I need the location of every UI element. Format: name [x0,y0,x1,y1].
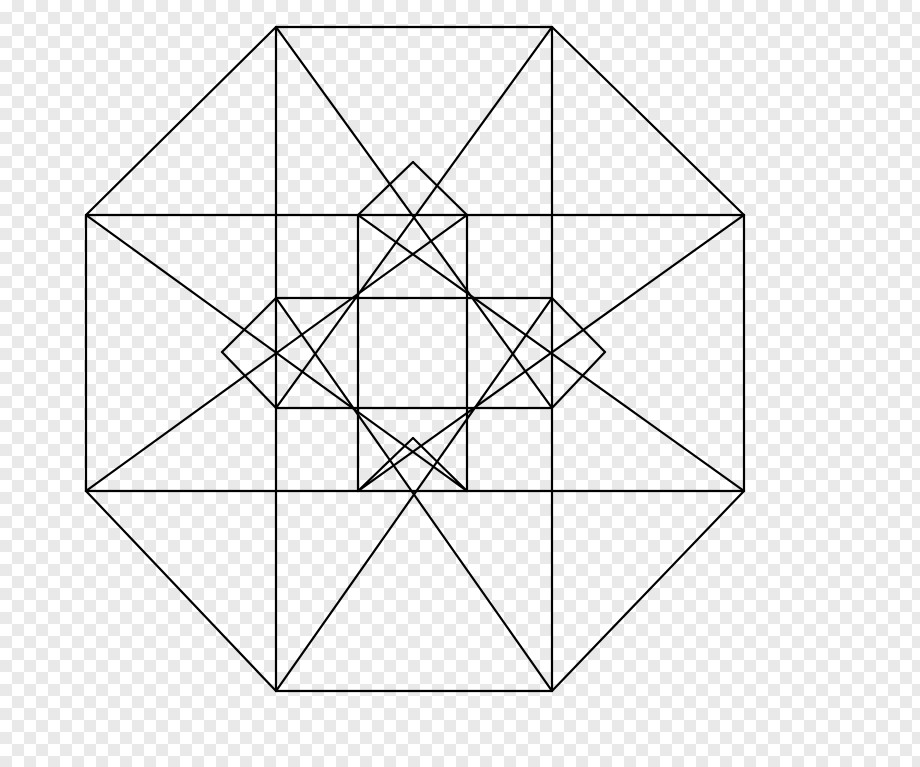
edge-o8-o1 [84,25,278,217]
edge-dT1-dT2 [411,160,469,217]
edge-o4-o5 [550,489,746,693]
edge-o7-dT2 [84,213,469,493]
edge-dT1-dT4 [356,160,415,217]
edge-dB1-dB2 [411,436,469,493]
edge-o5-dL2 [274,296,554,693]
edge-dL1-dL2 [220,296,278,354]
edge-dB1-dB4 [356,436,415,493]
edge-o2-dL4 [274,25,554,410]
edge-o2-o3 [550,25,746,217]
edge-dR1-dR4 [550,350,607,410]
edge-dL1-dL4 [220,350,278,410]
edge-dR1-dR2 [550,296,607,354]
edge-o6-o7 [84,489,278,693]
edge-o4-dT4 [356,213,746,493]
edge-group [84,25,746,693]
